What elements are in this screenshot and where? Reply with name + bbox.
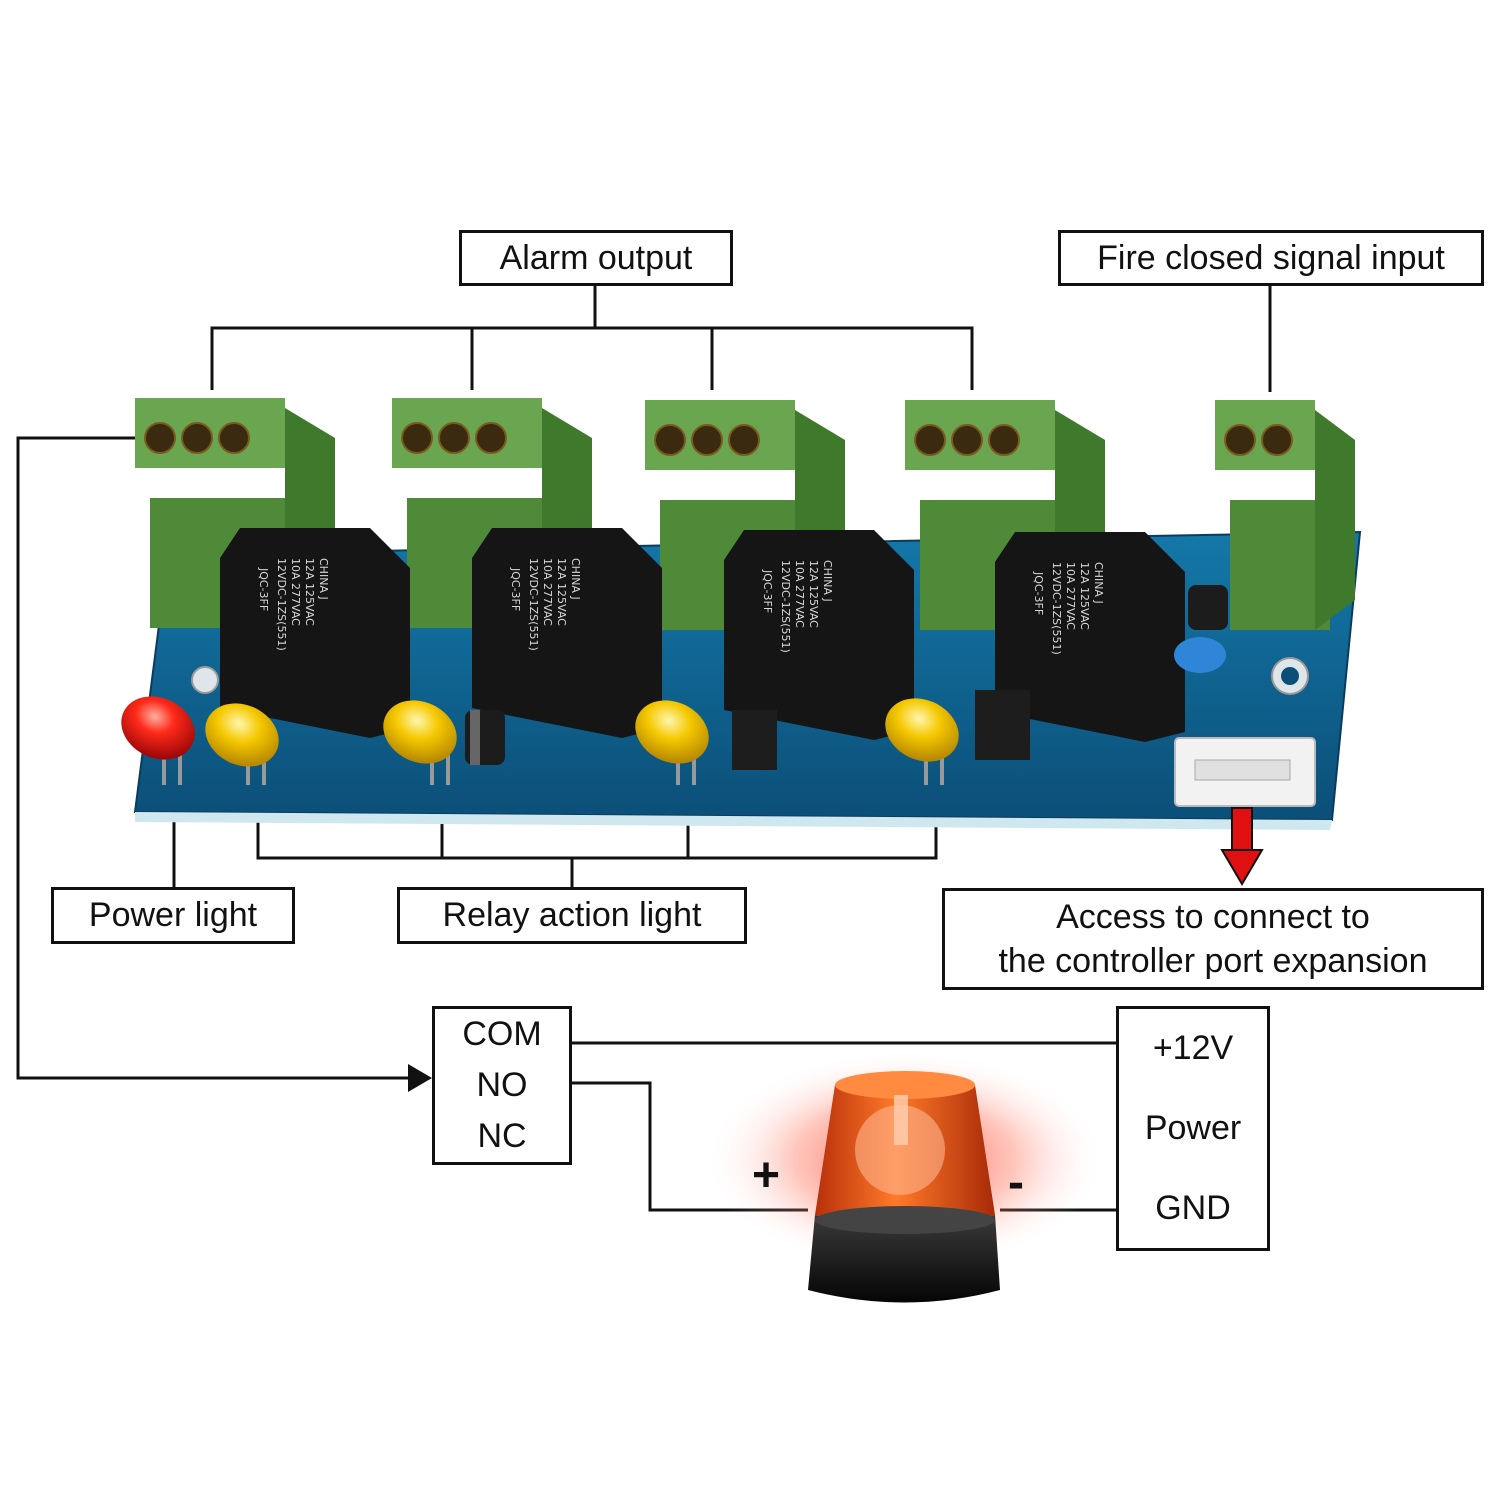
arrow-to-com xyxy=(408,1064,432,1092)
relay-3: JQC-3FF 12VDC-1ZS(551) 10A 277VAC 12A 12… xyxy=(724,530,914,740)
svg-text:10A 277VAC: 10A 277VAC xyxy=(1064,562,1077,630)
beacon-minus-sign: - xyxy=(1008,1156,1024,1209)
relay-2: JQC-3FF 12VDC-1ZS(551) 10A 277VAC 12A 12… xyxy=(472,528,662,738)
svg-text:CHINA J: CHINA J xyxy=(1092,562,1105,604)
capacitor-2 xyxy=(1188,585,1228,630)
nc-label: NC xyxy=(477,1117,527,1155)
svg-text:12A 125VAC: 12A 125VAC xyxy=(555,558,568,626)
power-light-text: Power light xyxy=(88,896,258,935)
expansion-port-label: Access to connect to the controller port… xyxy=(942,888,1484,990)
svg-text:10A 277VAC: 10A 277VAC xyxy=(289,558,302,626)
svg-text:JQC-3FF: JQC-3FF xyxy=(761,569,774,613)
relay-led-4 xyxy=(885,698,959,785)
svg-text:JQC-3FF: JQC-3FF xyxy=(1032,571,1045,615)
svg-text:10A 277VAC: 10A 277VAC xyxy=(541,558,554,626)
svg-text:JQC-3FF: JQC-3FF xyxy=(257,567,270,611)
alarm-output-text: Alarm output xyxy=(499,238,693,277)
plus-12v-label: +12V xyxy=(1152,1029,1234,1068)
fire-input-text: Fire closed signal input xyxy=(1097,238,1445,277)
svg-text:10A 277VAC: 10A 277VAC xyxy=(793,560,806,628)
expansion-port-text-line2: the controller port expansion xyxy=(998,942,1428,980)
relay-led-2 xyxy=(383,700,457,785)
svg-text:CHINA J: CHINA J xyxy=(569,558,582,600)
terminal-block-fire-input xyxy=(1215,400,1355,630)
relay-terminal-box: COM NO NC xyxy=(432,1006,572,1165)
ic-chip-1 xyxy=(732,710,777,770)
svg-text:12VDC-1ZS(551): 12VDC-1ZS(551) xyxy=(275,558,288,651)
com-label: COM xyxy=(462,1015,542,1053)
expansion-port-pins xyxy=(1194,759,1291,781)
power-label: Power xyxy=(1144,1108,1242,1147)
no-label: NO xyxy=(476,1066,528,1104)
svg-text:12A 125VAC: 12A 125VAC xyxy=(303,558,316,626)
svg-text:CHINA J: CHINA J xyxy=(821,560,834,602)
relay-action-light-label: Relay action light xyxy=(397,887,747,944)
svg-text:12A 125VAC: 12A 125VAC xyxy=(1078,562,1091,630)
relay-led-1 xyxy=(205,703,279,785)
power-led xyxy=(121,696,195,785)
relay-1: JQC-3FF 12VDC-1ZS(551) 10A 277VAC 12A 12… xyxy=(220,528,410,738)
power-supply-box: +12V Power GND xyxy=(1116,1006,1270,1251)
svg-text:12A 125VAC: 12A 125VAC xyxy=(807,560,820,628)
red-down-arrow-icon xyxy=(1220,807,1264,886)
power-light-label: Power light xyxy=(51,887,295,944)
svg-text:12VDC-1ZS(551): 12VDC-1ZS(551) xyxy=(779,560,792,653)
svg-text:12VDC-1ZS(551): 12VDC-1ZS(551) xyxy=(1050,562,1063,655)
svg-text:CHINA J: CHINA J xyxy=(317,558,330,600)
svg-text:12VDC-1ZS(551): 12VDC-1ZS(551) xyxy=(527,558,540,651)
relay-action-light-text: Relay action light xyxy=(442,896,702,935)
gnd-label: GND xyxy=(1155,1188,1231,1227)
relay-4: JQC-3FF 12VDC-1ZS(551) 10A 277VAC 12A 12… xyxy=(995,532,1185,742)
beacon-plus-sign: + xyxy=(752,1149,781,1202)
ic-chip-2 xyxy=(975,690,1030,760)
relay-led-3 xyxy=(635,700,709,785)
ceramic-capacitor xyxy=(1174,637,1226,673)
alarm-beacon-icon xyxy=(705,1050,1105,1303)
svg-text:JQC-3FF: JQC-3FF xyxy=(509,567,522,611)
fire-input-label: Fire closed signal input xyxy=(1058,230,1484,286)
expansion-port-text-line1: Access to connect to xyxy=(1056,897,1370,936)
alarm-output-label: Alarm output xyxy=(459,230,733,286)
capacitor-1 xyxy=(465,710,505,765)
